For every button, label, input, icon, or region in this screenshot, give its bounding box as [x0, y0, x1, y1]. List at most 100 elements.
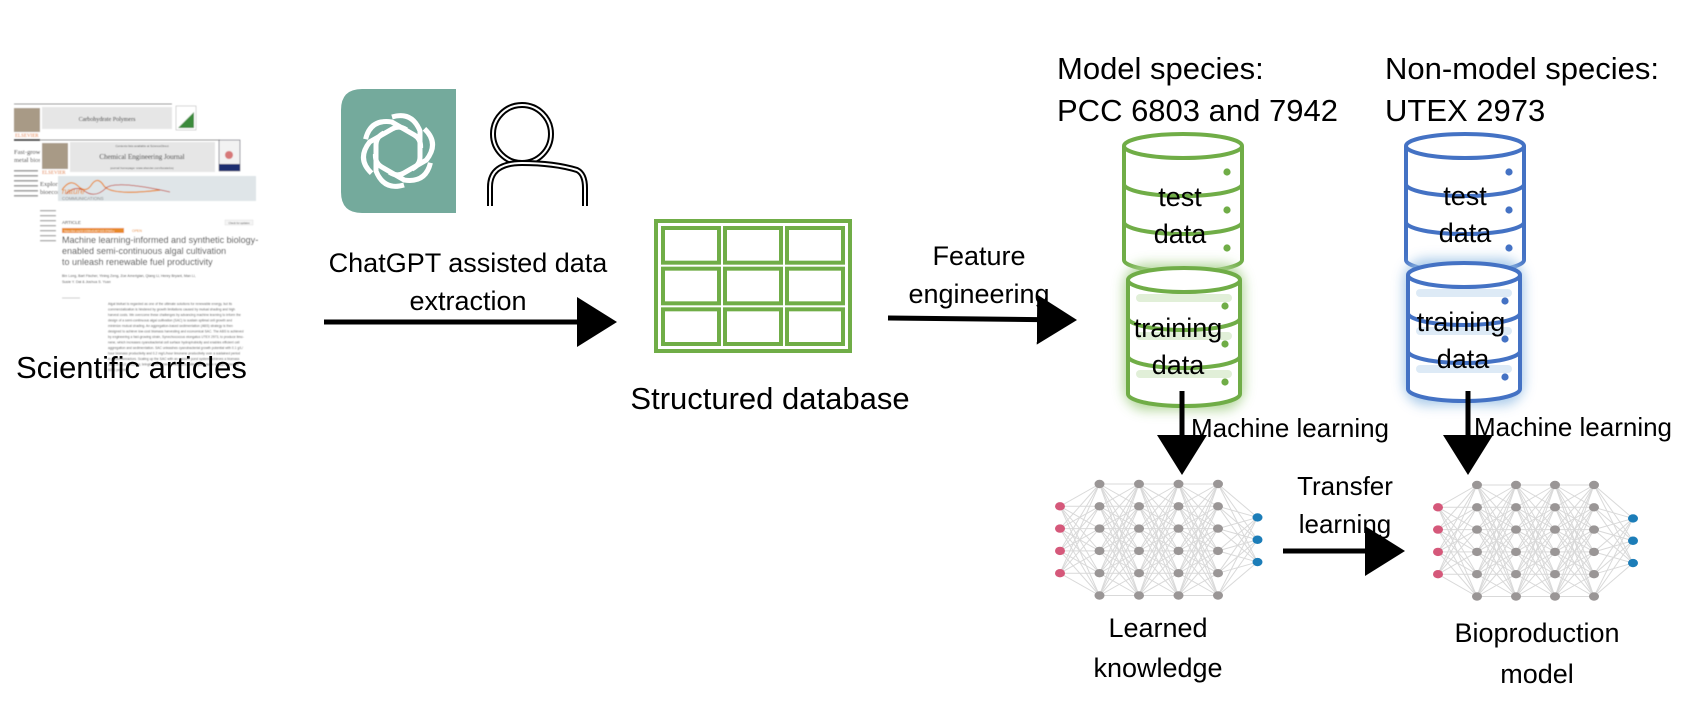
input-node — [1433, 570, 1443, 579]
side-title-3: Explori — [40, 181, 60, 188]
output-node — [1628, 558, 1638, 568]
network-edge — [1217, 505, 1258, 518]
grid-cell — [661, 307, 721, 347]
network-edge — [1178, 483, 1219, 574]
abstract-line: minimize mutual shading. An aggregation-… — [108, 324, 233, 328]
elsevier-tree-logo — [14, 108, 40, 132]
homepage-line: journal homepage: www.elsevier.com/locat… — [109, 166, 173, 170]
headline-line-2: enabled semi-continuous algal cultivatio… — [62, 246, 226, 256]
network-edge — [1138, 572, 1179, 596]
cylinder-ring — [1122, 183, 1244, 198]
network-edge — [1515, 484, 1556, 508]
network-edge — [1515, 484, 1556, 530]
network-edge — [1099, 483, 1140, 574]
hidden-node — [1134, 502, 1144, 511]
hidden-node — [1472, 480, 1482, 490]
output-node — [1252, 535, 1263, 544]
network-edge — [1099, 572, 1140, 596]
hidden-node — [1472, 570, 1482, 579]
headline-line-3: to unleash renewable fuel productivity — [62, 257, 213, 267]
side-line — [14, 180, 38, 182]
side-title-4: bioecono — [40, 189, 64, 196]
transfer-learning-line-2: learning — [1299, 509, 1392, 539]
cylinder-shade — [1416, 365, 1512, 373]
hidden-node — [1511, 503, 1521, 512]
network-edge — [1217, 561, 1258, 596]
hidden-node — [1134, 569, 1144, 578]
structured-database-icon — [654, 219, 852, 353]
network-edge — [1554, 507, 1595, 597]
network-edge — [1178, 483, 1219, 529]
cylinder-shade — [1416, 327, 1512, 335]
hidden-node — [1173, 479, 1184, 489]
network-edge — [1554, 551, 1595, 597]
chatgpt-icon — [341, 89, 456, 213]
grid-cell — [723, 226, 783, 265]
grid-cell — [785, 266, 845, 306]
network-edge — [1476, 484, 1517, 508]
network-edge — [1554, 484, 1595, 508]
cylinder-led — [1221, 302, 1229, 310]
hidden-node — [1550, 525, 1560, 534]
cylinder-led — [1505, 244, 1513, 252]
network-edge — [1593, 518, 1634, 575]
network-edge — [1437, 484, 1478, 530]
abstract-line: hour biomass productivity and 0.2 mg/L/h… — [108, 352, 240, 356]
hidden-node — [1173, 591, 1184, 600]
abstract-line: by engineering a fast-growing strain, Sy… — [108, 335, 244, 339]
network-edge — [1138, 506, 1179, 596]
side-text-lines-2 — [40, 210, 56, 242]
cylinder-ring — [1122, 221, 1244, 236]
cylinder-led — [1505, 168, 1513, 176]
authors-line-2: Susie Y. Dai & Joshua S. Yuan — [62, 280, 111, 284]
hidden-node — [1134, 546, 1144, 556]
side-line — [14, 175, 38, 177]
output-node — [1252, 557, 1263, 567]
network-edge — [1178, 483, 1219, 552]
network-edge — [1554, 484, 1595, 553]
output-node — [1628, 514, 1638, 523]
structured-database-label: Structured database — [630, 381, 909, 416]
cylinder-ring — [1404, 183, 1526, 198]
contents-line: Contents lists available at ScienceDirec… — [115, 144, 169, 148]
network-edge — [1437, 484, 1478, 575]
extraction-label-line-2: extraction — [409, 286, 526, 316]
cylinder-led — [1221, 378, 1229, 386]
communications-wordmark: COMMUNICATIONS — [62, 196, 104, 201]
network-edge — [1178, 550, 1219, 596]
cylinder-ring — [1404, 221, 1526, 236]
hidden-node — [1589, 592, 1599, 601]
cylinder-ring — [1406, 350, 1522, 365]
knot-loop — [363, 119, 424, 149]
feature-engineering-line-2: engineering — [908, 279, 1049, 309]
network-edge — [1476, 573, 1517, 597]
hidden-node — [1094, 524, 1105, 533]
hidden-node — [1550, 503, 1560, 512]
cylinder-led — [1221, 340, 1229, 348]
model-training-data-cylinder — [1124, 264, 1244, 410]
network-edge — [1554, 484, 1595, 575]
grid-cell — [723, 266, 783, 306]
authors-line-1: Bin Long, Bart Fischer, Yining Zeng, Zoe… — [62, 274, 196, 278]
hidden-node — [1173, 569, 1184, 578]
hidden-node — [1094, 479, 1105, 489]
network-edges — [1059, 483, 1258, 596]
hidden-node — [1472, 525, 1482, 534]
output-node — [1252, 513, 1263, 522]
cylinder-led — [1223, 168, 1231, 176]
network-edge — [1138, 483, 1179, 552]
model-test-label-2: data — [1154, 219, 1208, 249]
hidden-node — [1589, 547, 1599, 557]
hidden-node — [1094, 546, 1105, 556]
bioproduction-model-line-1: Bioproduction — [1454, 618, 1619, 648]
hidden-node — [1511, 570, 1521, 579]
network-edge — [1515, 484, 1556, 553]
network-edge — [1437, 484, 1478, 553]
hidden-node — [1173, 524, 1184, 533]
abstract-line: nene, which increases cyanobacterial cel… — [108, 341, 240, 345]
hidden-node — [1134, 591, 1144, 600]
network-edge — [1593, 518, 1634, 553]
hidden-node — [1589, 525, 1599, 534]
network-edge — [1178, 483, 1219, 596]
